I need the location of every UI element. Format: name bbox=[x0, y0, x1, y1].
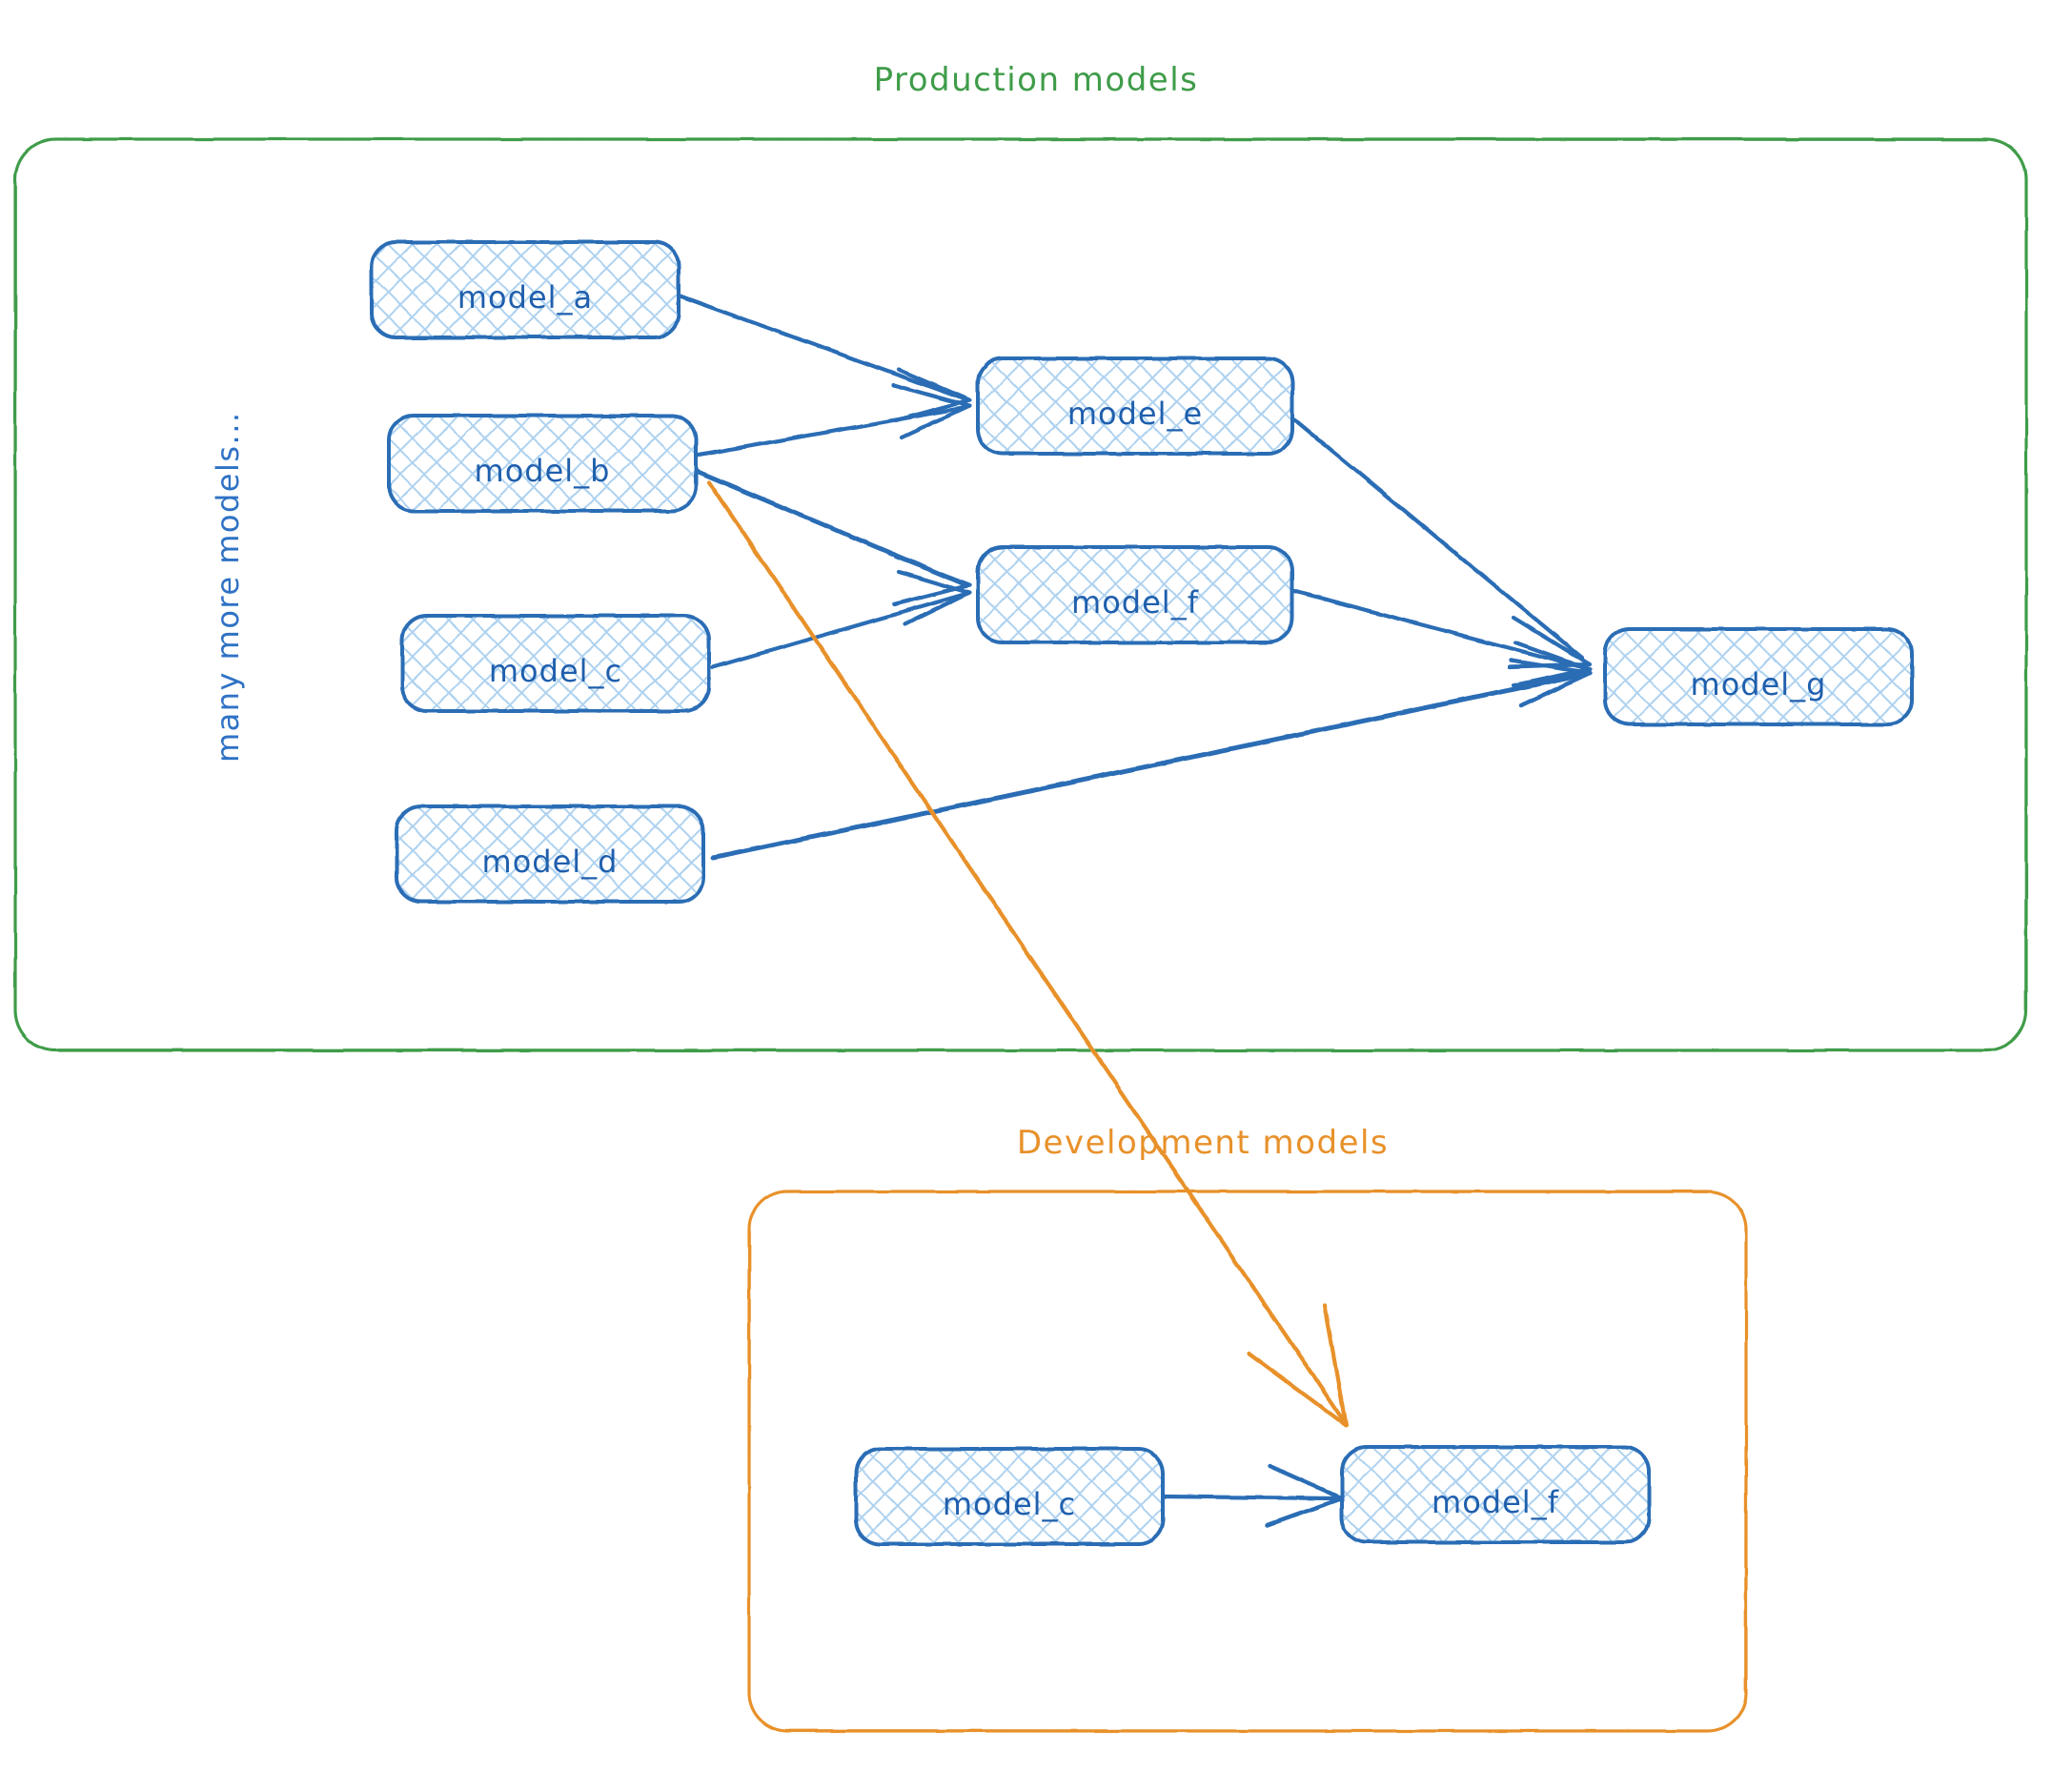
production-group-border-sketch bbox=[13, 137, 2028, 1052]
node-prod-model-g[interactable]: model_g bbox=[1603, 627, 1914, 726]
development-group-label: Development models bbox=[1017, 1124, 1389, 1162]
development-group-border-sketch bbox=[747, 1190, 1748, 1733]
node-label: model_b bbox=[475, 453, 611, 489]
node-box[interactable] bbox=[976, 545, 1294, 644]
node-box[interactable] bbox=[370, 240, 681, 339]
node-label: model_c bbox=[943, 1486, 1076, 1522]
many-more-models-text: many more models... bbox=[210, 411, 246, 763]
node-box[interactable] bbox=[395, 804, 705, 904]
node-dev-model-f[interactable]: model_f bbox=[1340, 1445, 1651, 1544]
arrowhead bbox=[896, 569, 972, 627]
node-box[interactable] bbox=[854, 1447, 1165, 1546]
node-label: model_g bbox=[1691, 666, 1827, 702]
node-prod-model-d[interactable]: model_d bbox=[395, 804, 705, 904]
node-label: model_e bbox=[1067, 396, 1203, 432]
arrowhead bbox=[1511, 640, 1593, 688]
node-box[interactable] bbox=[1603, 627, 1914, 726]
node-prod-model-b[interactable]: model_b bbox=[387, 414, 698, 513]
edge-model-b-to-model-e bbox=[693, 382, 972, 458]
node-label: model_a bbox=[457, 279, 593, 316]
arrowhead bbox=[891, 382, 972, 440]
node-box[interactable] bbox=[976, 356, 1294, 456]
many-more-models-note: many more models... bbox=[210, 411, 246, 763]
node-prod-model-a[interactable]: model_a bbox=[370, 240, 681, 339]
production-group-label: Production models bbox=[874, 61, 1199, 99]
node-prod-model-f[interactable]: model_f bbox=[976, 545, 1294, 644]
node-dev-model-c[interactable]: model_c bbox=[854, 1447, 1165, 1546]
node-label: model_f bbox=[1071, 584, 1199, 621]
edge-dev-model-c-to-dev-model-f bbox=[1160, 1463, 1345, 1528]
node-box[interactable] bbox=[1340, 1445, 1651, 1544]
edge-model-a-to-model-e bbox=[676, 293, 972, 423]
node-prod-model-e[interactable]: model_e bbox=[976, 356, 1294, 456]
edge-layer bbox=[676, 293, 1593, 1528]
node-label: model_f bbox=[1432, 1484, 1559, 1520]
node-label: model_d bbox=[482, 844, 619, 880]
edge-model-c-to-model-f bbox=[710, 569, 972, 670]
arrowhead bbox=[1508, 658, 1593, 708]
node-box[interactable] bbox=[400, 614, 711, 713]
edge-model-f-to-model-g bbox=[1291, 588, 1593, 688]
arrowhead bbox=[1246, 1303, 1349, 1428]
arrowhead bbox=[1265, 1463, 1345, 1528]
arrowhead bbox=[891, 554, 972, 607]
group-development: Development models bbox=[747, 1124, 1748, 1733]
edge-model-d-to-model-g bbox=[710, 658, 1593, 861]
group-production: Production models bbox=[13, 61, 2028, 1052]
node-prod-model-c[interactable]: model_c bbox=[400, 614, 711, 713]
node-label: model_c bbox=[489, 653, 622, 689]
edge-model-b-to-model-f bbox=[693, 468, 972, 607]
node-box[interactable] bbox=[387, 414, 698, 513]
edge-model-b-to-dev-model-f bbox=[706, 479, 1349, 1428]
